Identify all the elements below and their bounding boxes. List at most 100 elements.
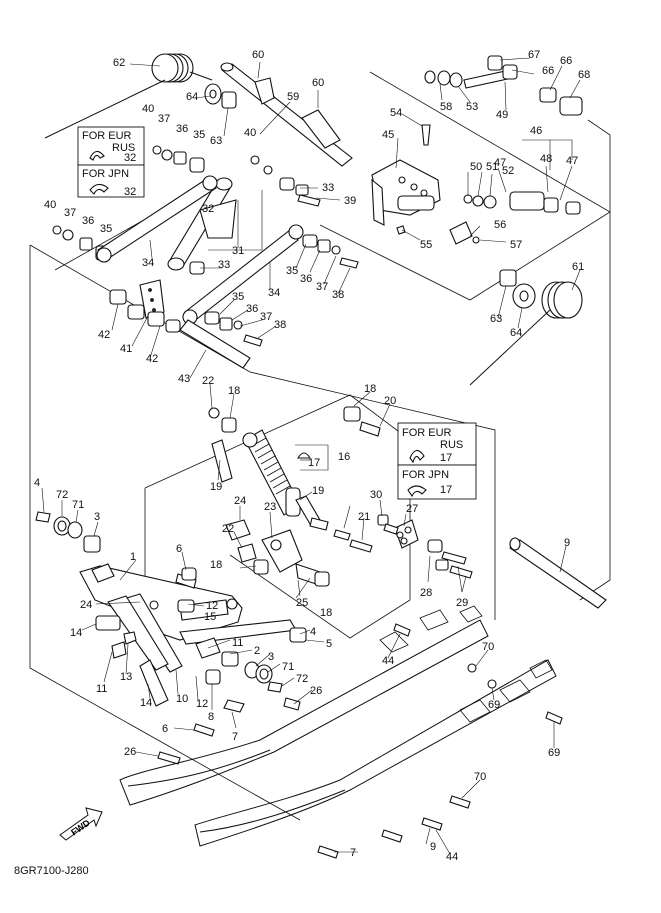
part-number-label: 8	[208, 711, 214, 723]
part-number-label: 72	[56, 489, 68, 501]
part-number-label: 67	[528, 49, 540, 61]
part-number-label: 12	[206, 600, 218, 612]
part-number-label: 51	[486, 161, 498, 173]
part-number-label: 9	[564, 537, 570, 549]
part-number-label: 4	[310, 626, 316, 638]
part-number-label: 7	[350, 847, 356, 859]
part-number-label: 64	[186, 91, 198, 103]
torsion-spring-62	[44, 53, 213, 139]
part-number-label: 46	[530, 125, 542, 137]
part-number-label: 6	[176, 543, 182, 555]
part-number-label: 71	[72, 499, 84, 511]
part-number-label: 56	[494, 219, 506, 231]
part-number-label: 59	[287, 91, 299, 103]
part-number-label: 57	[510, 239, 522, 251]
part-number-label: 49	[496, 109, 508, 121]
shaft-43	[179, 319, 251, 369]
part-number-label: 37	[158, 113, 170, 125]
part-number-label: 41	[120, 343, 132, 355]
part-number-label: 18	[228, 385, 240, 397]
part-number-label: 6	[162, 723, 168, 735]
part-number-label: 68	[578, 69, 590, 81]
part-number-label: 32	[202, 203, 214, 215]
arm-bracket-45	[371, 124, 441, 235]
leader-lines	[41, 57, 581, 855]
part-number-label: 36	[82, 215, 94, 227]
part-number-label: 35	[286, 265, 298, 277]
callout-region-label: FOR EUR	[402, 427, 452, 439]
callout-region-label: FOR JPN	[82, 168, 129, 180]
part-number-label: 18	[364, 383, 376, 395]
link-arm-34-lower	[182, 224, 304, 325]
callout-box-16-pointer: 17	[295, 444, 329, 471]
part-number-label: 13	[120, 671, 132, 683]
bushing-63	[221, 91, 237, 109]
part-number-label: 66	[542, 65, 554, 77]
part-number-label: 25	[296, 597, 308, 609]
part-number-label: 22	[202, 375, 214, 387]
part-number-label: 35	[232, 291, 244, 303]
part-number-label: 50	[470, 161, 482, 173]
part-number-label: 37	[260, 311, 272, 323]
part-number-label: 39	[344, 195, 356, 207]
part-number-label: 47	[494, 157, 506, 169]
washers-50-52	[449, 191, 581, 245]
part-number-label: 29	[456, 597, 468, 609]
part-number-label: 22	[222, 523, 234, 535]
diagram-code: 8GR7100-J280	[14, 865, 89, 877]
callout-part-number: 32	[124, 186, 136, 198]
callout-region-label-2: RUS	[112, 142, 135, 154]
part-number-label: 60	[312, 77, 324, 89]
part-number-label: 10	[176, 693, 188, 705]
part-number-label: 70	[482, 641, 494, 653]
part-number-label: 36	[176, 123, 188, 135]
part-number-label: 72	[296, 673, 308, 685]
part-number-label: 71	[282, 661, 294, 673]
bracket-41	[109, 279, 181, 333]
part-number-label: 38	[332, 289, 344, 301]
pivot-shaft-59	[220, 62, 353, 167]
slide-rail-left	[119, 605, 489, 806]
part-number-label: 11	[232, 637, 243, 649]
callout-box-jpn-17: FOR JPN 17	[397, 464, 477, 500]
small-parts-mid	[189, 155, 359, 347]
part-number-label: 33	[218, 259, 230, 271]
part-number-label: 63	[210, 135, 222, 147]
part-number-label: 9	[430, 841, 436, 853]
part-number-label: 61	[572, 261, 584, 273]
part-number-label: 35	[193, 129, 205, 141]
callout-region-label-2: RUS	[440, 439, 463, 451]
washer-64	[204, 83, 222, 105]
part-number-label: 43	[178, 373, 190, 385]
bushings-72-71-3	[35, 511, 101, 553]
part-number-label: 48	[540, 153, 552, 165]
rear-shock-parts	[208, 406, 381, 525]
rear-shock-17	[242, 429, 301, 517]
part-number-label: 40	[44, 199, 56, 211]
part-number-label: 37	[64, 207, 76, 219]
part-number-label: 12	[196, 698, 208, 710]
part-number-label: 47	[566, 155, 578, 167]
part-number-label: 16	[338, 451, 350, 463]
part-number-label: 42	[146, 353, 158, 365]
part-number-label: 2	[254, 645, 260, 657]
part-number-label: 20	[384, 395, 396, 407]
callout-part-number: 17	[440, 484, 452, 496]
part-number-label: 15	[204, 611, 216, 623]
part-number-label: 36	[300, 273, 312, 285]
fwd-arrow-icon: FWD	[59, 807, 103, 841]
part-number-label: 18	[320, 607, 332, 619]
part-number-label: 21	[358, 511, 370, 523]
part-number-label: 42	[98, 329, 110, 341]
part-number-label: 18	[210, 559, 222, 571]
part-number-label: 4	[34, 477, 40, 489]
part-number-label: 7	[232, 731, 238, 743]
part-number-label: 34	[268, 287, 280, 299]
callout-box-jpn-32: FOR JPN 32	[77, 164, 145, 198]
part-number-label: 33	[322, 182, 334, 194]
part-number-label: 40	[142, 103, 154, 115]
rear-arm-1	[79, 563, 297, 707]
part-number-label: 36	[246, 303, 258, 315]
